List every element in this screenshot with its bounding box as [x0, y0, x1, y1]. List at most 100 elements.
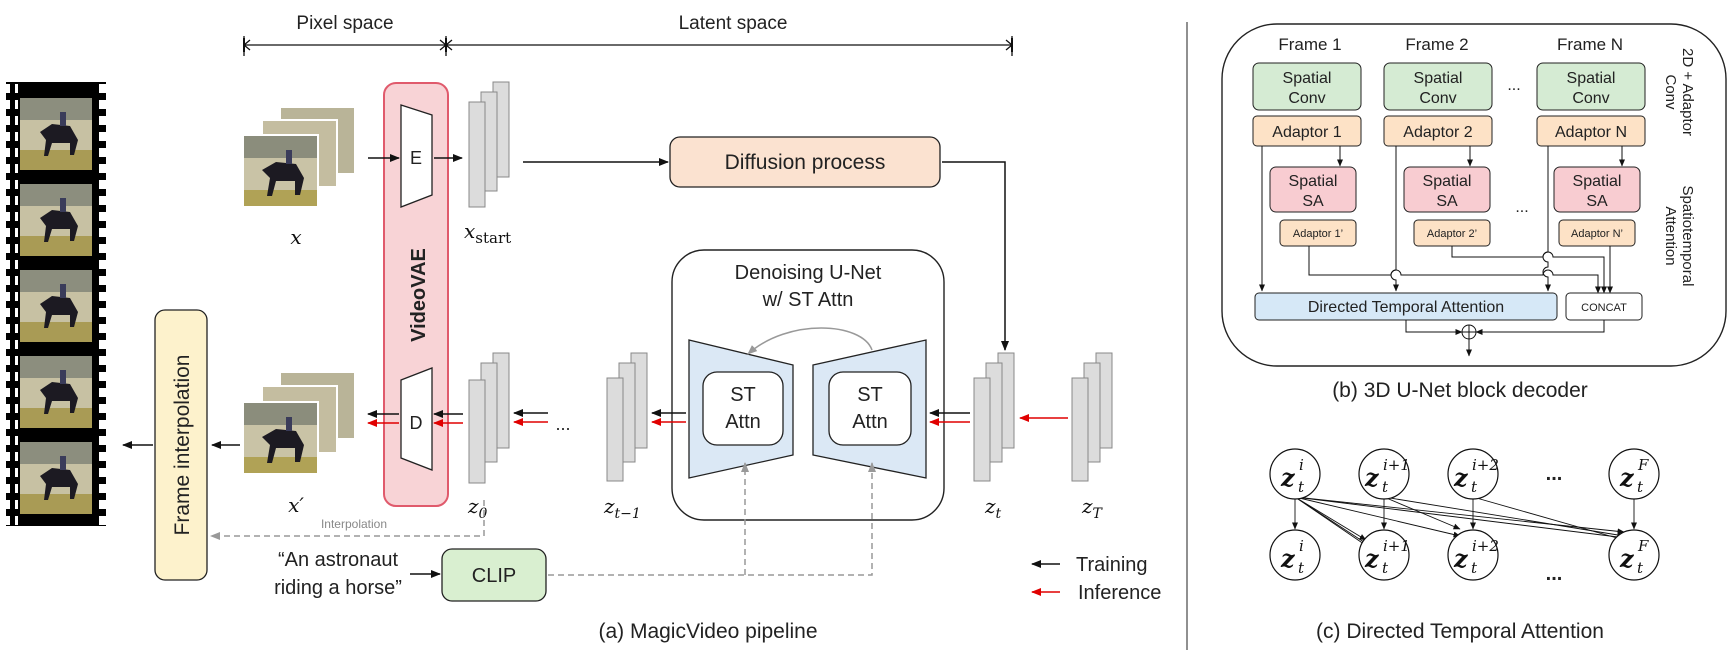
bottom-node-i: z i t: [1269, 529, 1321, 581]
dta-label: Directed Temporal Attention: [1308, 299, 1504, 316]
ellipsis-bottom: ...: [1546, 563, 1563, 585]
spatial-conv-2: Spatial Conv: [1383, 62, 1493, 111]
ellipsis-latents: ...: [555, 414, 570, 434]
latent-zT: [1071, 352, 1113, 482]
st-attn-label-1: ST: [730, 384, 756, 406]
adaptor-2-prime: Adaptor 2’: [1413, 219, 1491, 247]
frame-thumbnail: [242, 401, 319, 475]
st-attn-block-right: ST Attn: [828, 371, 912, 446]
film-frame: [20, 98, 92, 170]
var-x: x: [290, 225, 301, 249]
caption-b: (b) 3D U-Net block decoder: [1332, 379, 1588, 402]
skip-connection-arrow: [747, 327, 873, 355]
interpolation-dashed-arrow: [210, 500, 485, 540]
spatial-sa-1: Spatial SA: [1269, 166, 1357, 213]
st-attn-label-2: Attn: [725, 411, 761, 433]
svg-text:i+2: i+2: [1472, 456, 1499, 474]
pixel-space-label: Pixel space: [296, 13, 393, 34]
panel-b-3d-unet-block: Frame 1 Frame 2 Frame N Spatial Conv Spa…: [1221, 23, 1727, 367]
svg-text:z: z: [1619, 463, 1635, 492]
adaptor-n-label: Adaptor N: [1555, 124, 1627, 141]
svg-text:z: z: [1619, 544, 1635, 573]
top-node-i-plus-2: z i+2 t: [1447, 448, 1499, 500]
adaptor-2: Adaptor 2: [1383, 115, 1493, 147]
diffusion-process-label: Diffusion process: [725, 151, 886, 174]
spatial-sa-label-2: SA: [1436, 193, 1458, 210]
side-label-attn-1: Spatiotemporal: [1679, 186, 1696, 287]
ellipsis-conv: ...: [1507, 77, 1520, 94]
svg-text:F: F: [1637, 456, 1649, 474]
var-z0: z0: [467, 494, 488, 522]
svg-text:i: i: [1299, 456, 1304, 474]
svg-text:z: z: [1364, 463, 1380, 492]
spatial-conv-1: Spatial Conv: [1252, 62, 1362, 111]
var-z-t-minus-1: zt−1: [603, 494, 641, 522]
spatial-conv-label-2: Conv: [1419, 90, 1456, 107]
top-node-i: z i t: [1269, 448, 1321, 500]
input-video-frames: [242, 106, 356, 208]
top-node-F: z F t: [1608, 448, 1660, 500]
caption-a: (a) MagicVideo pipeline: [598, 620, 817, 643]
encoder-block: E: [400, 104, 433, 208]
spatial-conv-label-1: Spatial: [1283, 70, 1332, 87]
ellipsis-top: ...: [1546, 463, 1563, 485]
arrow-diffusion-to-zt: [942, 161, 1009, 351]
clip-label: CLIP: [472, 565, 516, 587]
adaptor-1-label: Adaptor 1: [1272, 124, 1341, 141]
spatial-conv-label-1: Spatial: [1414, 70, 1463, 87]
attention-edges: [1292, 496, 1637, 556]
decoder-block: D: [400, 367, 433, 471]
var-x-prime: x′: [288, 493, 304, 517]
adaptor-n-prime-label: Adaptor N’: [1571, 228, 1623, 240]
adaptor-1: Adaptor 1: [1252, 115, 1362, 147]
svg-text:z: z: [1364, 544, 1380, 573]
frame-2-label: Frame 2: [1405, 35, 1468, 54]
decoder-label: D: [410, 413, 423, 433]
adaptor-2-label: Adaptor 2: [1403, 124, 1472, 141]
st-attn-block-left: ST Attn: [702, 371, 784, 446]
svg-text:t: t: [1471, 559, 1478, 577]
bottom-node-i-plus-1: z i+1 t: [1358, 529, 1410, 581]
side-label-conv-2: Conv: [1662, 74, 1679, 110]
latent-space-label: Latent space: [679, 13, 788, 34]
spatial-sa-label-1: Spatial: [1423, 173, 1472, 190]
film-frame: [20, 184, 92, 256]
adaptor-1-prime: Adaptor 1’: [1279, 219, 1357, 247]
adaptor-1-prime-label: Adaptor 1’: [1293, 228, 1343, 240]
panel-c-directed-temporal-attention: z i t z i+1 t z i+2 t ... z F t z i t: [1269, 448, 1660, 585]
adaptor-n-prime: Adaptor N’: [1558, 219, 1636, 247]
svg-text:i+1: i+1: [1383, 456, 1410, 474]
spatial-sa-n: Spatial SA: [1553, 166, 1641, 213]
space-brackets: Pixel space Latent space: [242, 13, 1014, 56]
svg-text:z: z: [1453, 463, 1469, 492]
caption-c: (c) Directed Temporal Attention: [1316, 620, 1604, 643]
film-strip: [6, 82, 106, 526]
frame-thumbnail: [242, 134, 319, 208]
film-frame: [20, 356, 92, 428]
svg-text:z: z: [1280, 544, 1296, 573]
var-zt: zt: [984, 494, 1002, 522]
spatial-sa-2: Spatial SA: [1403, 166, 1491, 213]
output-video-frames: [242, 371, 356, 475]
spatial-conv-label-2: Conv: [1572, 90, 1609, 107]
svg-text:t: t: [1471, 478, 1478, 496]
prompt-line-2: riding a horse”: [274, 577, 402, 599]
encoder-label: E: [410, 148, 422, 168]
sum-operator: [1461, 324, 1477, 340]
svg-text:t: t: [1382, 478, 1389, 496]
svg-text:i+2: i+2: [1472, 537, 1499, 555]
clip-block: CLIP: [441, 548, 547, 602]
svg-text:F: F: [1637, 537, 1649, 555]
denoising-unet-block: Denoising U-Net w/ ST Attn ST Attn ST At…: [671, 249, 945, 521]
bottom-node-F: z F t: [1608, 529, 1660, 581]
spatial-sa-label-1: Spatial: [1289, 173, 1338, 190]
film-frame: [20, 270, 92, 342]
svg-text:t: t: [1637, 478, 1644, 496]
legend-training-label: Training: [1076, 554, 1148, 576]
svg-text:z: z: [1280, 463, 1296, 492]
svg-text:i+1: i+1: [1383, 537, 1410, 555]
line-adaptor2p-to-concat: [1451, 246, 1607, 294]
side-label-conv-1: 2D + Adaptor: [1679, 48, 1696, 136]
line-dta-to-sum: [1405, 320, 1463, 335]
unet-title-line-2: w/ ST Attn: [762, 289, 854, 311]
